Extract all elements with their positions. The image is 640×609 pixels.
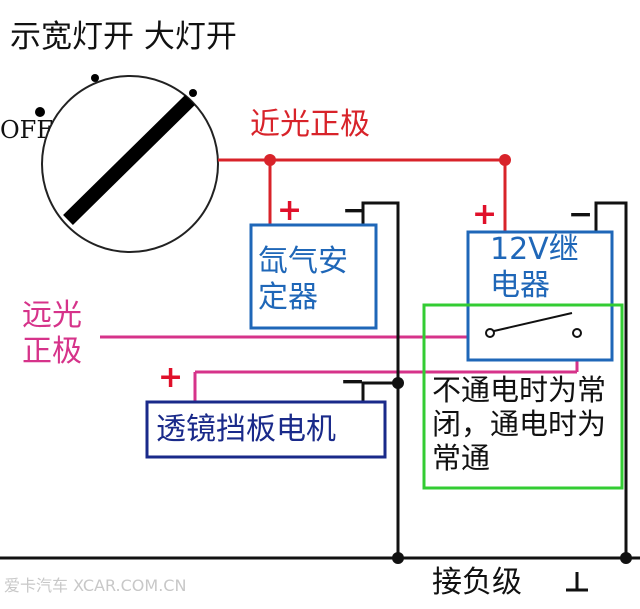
ballast-plus-sign: + — [277, 193, 303, 228]
headlight-position-dot — [189, 89, 197, 97]
relay-contact — [572, 328, 582, 338]
motor-label: 透镜挡板电机 — [156, 412, 336, 447]
ballast-minus-sign: − — [342, 193, 368, 228]
ground-label: 接负级 — [432, 565, 522, 600]
watermark: 爱卡汽车 XCAR.COM.CN — [4, 576, 187, 595]
low-beam-label: 近光正极 — [250, 107, 370, 142]
switch-pointer — [63, 95, 195, 225]
motor-plus-sign: + — [158, 360, 184, 395]
motor-minus-sign: − — [340, 364, 366, 399]
switch-title: 示宽灯开 大灯开 — [10, 19, 237, 55]
relay-label: 12V继电器 — [490, 232, 579, 303]
off-label: OFF — [0, 116, 53, 144]
parking-light-position-dot — [91, 74, 99, 82]
motor-box — [145, 400, 387, 459]
ground-junction — [620, 552, 632, 564]
high-beam-label: 远光正极 — [22, 298, 82, 369]
relay-switch-arm — [493, 312, 573, 332]
low-beam-junction — [264, 154, 276, 166]
off-position-dot — [35, 107, 45, 117]
relay-minus-sign: − — [568, 197, 594, 232]
xenon-ballast-label: 氙气安定器 — [258, 244, 348, 315]
relay-plus-sign: + — [472, 197, 498, 232]
relay-note: 不通电时为常闭，通电时为常通 — [432, 373, 607, 475]
ground-junction — [392, 377, 404, 389]
relay-contact — [485, 328, 495, 338]
xenon-ballast-box — [249, 223, 378, 330]
relay-note-box — [422, 303, 624, 490]
low-beam-junction — [499, 154, 511, 166]
relay-box — [466, 230, 614, 362]
ground-junction — [392, 552, 404, 564]
